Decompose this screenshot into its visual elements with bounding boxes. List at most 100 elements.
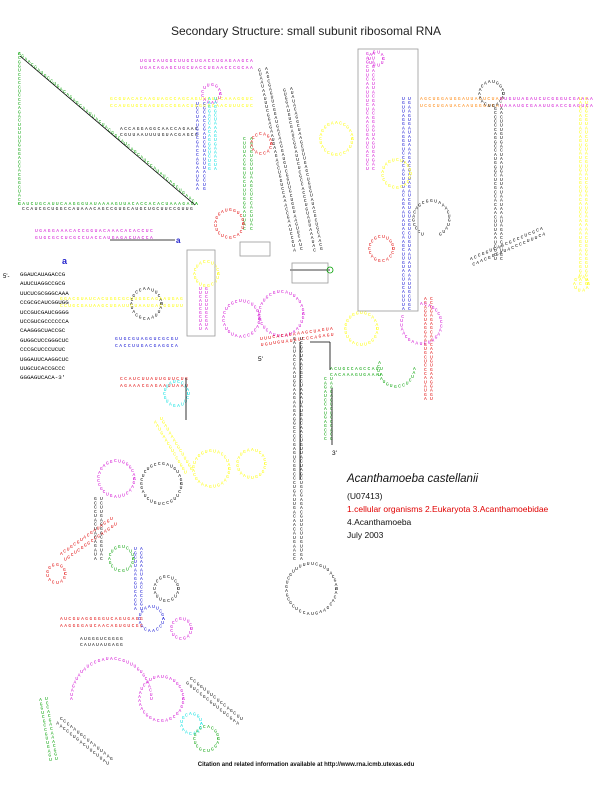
nucleotide: C — [189, 622, 192, 628]
nucleotide: C — [372, 72, 375, 78]
nucleotide: G — [352, 312, 355, 318]
nucleotide: A — [269, 87, 272, 93]
nucleotide: A — [309, 227, 312, 233]
nucleotide: A — [500, 244, 503, 250]
nucleotide: A — [500, 194, 503, 200]
nucleotide: C — [291, 235, 294, 241]
nucleotide: G — [203, 105, 206, 111]
nucleotide: C — [203, 259, 206, 265]
nucleotide: C — [115, 343, 118, 349]
nucleotide: U — [35, 201, 38, 207]
nucleotide: U — [292, 569, 295, 575]
nucleotide: U — [203, 96, 206, 102]
nucleotide: U — [203, 161, 206, 167]
nucleotide: A — [170, 132, 173, 138]
nucleotide: U — [349, 315, 352, 321]
nucleotide: G — [35, 235, 38, 241]
nucleotide: A — [420, 301, 423, 307]
nucleotide: C — [290, 193, 293, 199]
nucleotide: A — [187, 633, 190, 639]
nucleotide: C — [413, 209, 416, 215]
nucleotide: G — [170, 65, 173, 71]
nucleotide: U — [372, 81, 375, 87]
nucleotide: C — [285, 168, 288, 174]
nucleotide: A — [494, 131, 497, 137]
nucleotide: C — [585, 96, 588, 102]
nucleotide: C — [334, 366, 337, 372]
nucleotide: C — [137, 228, 140, 234]
nucleotide: U — [140, 65, 143, 71]
nucleotide: A — [250, 65, 253, 71]
nucleotide: C — [118, 296, 121, 302]
nucleotide: A — [307, 611, 310, 617]
nucleotide: A — [56, 721, 59, 727]
nucleotide: U — [205, 290, 208, 296]
nucleotide: C — [293, 361, 296, 367]
nucleotide: U — [196, 101, 199, 107]
nucleotide: G — [114, 546, 117, 552]
nucleotide: C — [372, 64, 375, 70]
nucleotide: A — [120, 126, 123, 132]
nucleotide: G — [217, 736, 220, 742]
nucleotide: A — [187, 201, 190, 207]
nucleotide: U — [273, 332, 276, 338]
nucleotide: C — [250, 145, 253, 151]
nucleotide: C — [408, 293, 411, 299]
nucleotide: A — [208, 133, 211, 139]
nucleotide: A — [579, 113, 582, 119]
nucleotide: U — [585, 138, 588, 144]
nucleotide: A — [294, 217, 297, 223]
nucleotide: A — [166, 126, 169, 132]
nucleotide: U — [216, 96, 219, 102]
nucleotide: G — [230, 708, 233, 714]
nucleotide: A — [265, 66, 268, 72]
nucleotide: U — [494, 219, 497, 225]
nucleotide: U — [377, 63, 380, 69]
nucleotide: U — [408, 256, 411, 262]
nucleotide: C — [173, 714, 176, 720]
nucleotide: G — [110, 459, 113, 465]
nucleotide: C — [118, 657, 121, 663]
nucleotide: U — [199, 281, 202, 287]
nucleotide: C — [48, 713, 51, 719]
nucleotide: G — [368, 340, 371, 346]
nucleotide: C — [94, 505, 97, 511]
nucleotide: C — [77, 303, 80, 309]
nucleotide: C — [165, 103, 168, 109]
nucleotide: U — [207, 748, 210, 754]
nucleotide: A — [191, 96, 194, 102]
nucleotide: U — [147, 466, 150, 472]
nucleotide: U — [408, 226, 411, 232]
nucleotide: A — [196, 728, 199, 734]
nucleotide: C — [293, 429, 296, 435]
nucleotide: U — [157, 103, 160, 109]
nucleotide: C — [208, 96, 211, 102]
nucleotide: A — [424, 384, 427, 390]
nucleotide: G — [196, 279, 199, 285]
nucleotide: A — [132, 309, 135, 315]
nucleotide: U — [504, 96, 507, 102]
nucleotide: U — [402, 251, 405, 257]
nucleotide: A — [180, 723, 183, 729]
nucleotide: A — [323, 333, 326, 339]
inset-sequence-line: UCCGUCGAUCGGGG — [20, 308, 69, 316]
nucleotide: A — [372, 153, 375, 159]
nucleotide: A — [158, 343, 161, 349]
nucleotide: U — [287, 181, 290, 187]
nucleotide: A — [413, 370, 416, 376]
nucleotide: C — [306, 172, 309, 178]
nucleotide: A — [445, 103, 448, 109]
nucleotide: C — [487, 96, 490, 102]
nucleotide: U — [292, 98, 295, 104]
nucleotide: A — [144, 96, 147, 102]
nucleotide: U — [168, 383, 171, 389]
nucleotide: A — [302, 186, 305, 192]
nucleotide: A — [52, 739, 55, 745]
nucleotide: U — [471, 103, 474, 109]
nucleotide: U — [18, 68, 21, 74]
nucleotide: A — [137, 235, 140, 241]
nucleotide: U — [131, 103, 134, 109]
nucleotide: C — [78, 235, 81, 241]
nucleotide: A — [60, 87, 63, 93]
